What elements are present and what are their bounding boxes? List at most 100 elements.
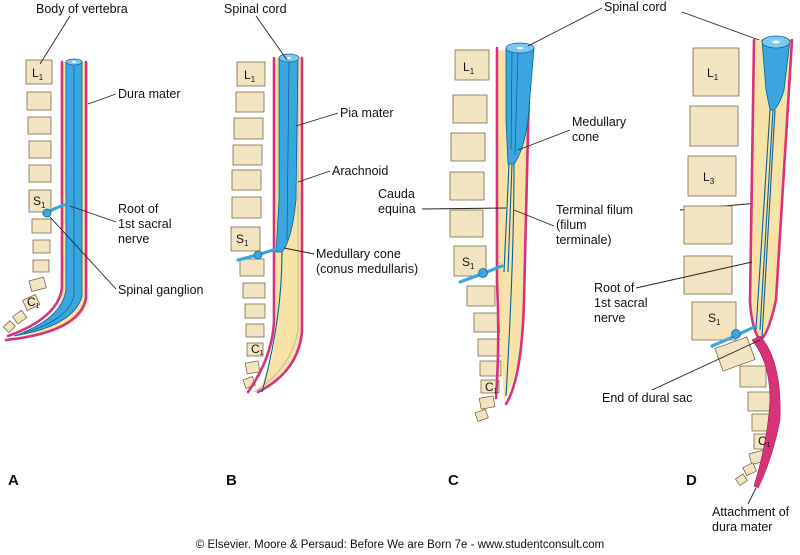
- label-spinal-ganglion: Spinal ganglion: [118, 283, 204, 297]
- leader-line: [283, 247, 315, 255]
- vertebra: [28, 164, 52, 183]
- central-canal: [517, 46, 523, 50]
- vertebra-l1: [692, 47, 740, 97]
- dura-mater-inner: [246, 56, 276, 394]
- spinal-cord: [13, 61, 83, 337]
- vertebra: [683, 255, 733, 295]
- label-root-1st-sacral-a1: Root of: [118, 202, 159, 216]
- label-cauda-equina-2: equina: [378, 202, 416, 216]
- vertebra-s1: [691, 301, 737, 341]
- leader-line: [527, 7, 603, 47]
- label-root-1st-sacral-d2: 1st sacral: [594, 296, 648, 310]
- copyright-credit: © Elsevier. Moore & Persaud: Before We a…: [195, 539, 605, 551]
- vertebra: [27, 116, 52, 135]
- spinal-ganglion-a: [42, 208, 52, 218]
- vertebra: [244, 303, 266, 319]
- vertebra: [479, 360, 502, 377]
- label-attachment-dura-1: Attachment of: [712, 505, 790, 519]
- terminal-filum: [505, 163, 515, 397]
- leader-line: [69, 205, 117, 223]
- vertebra: [450, 132, 486, 162]
- vertebra: [474, 408, 489, 422]
- vertebra: [235, 91, 265, 113]
- leader-line: [297, 170, 331, 183]
- cord-rootlet: [510, 51, 513, 151]
- panel-letter-a: A: [8, 472, 19, 489]
- spinal-ganglion: [253, 250, 263, 260]
- panel-letter-d: D: [686, 472, 697, 489]
- vertebra: [245, 323, 265, 338]
- cord-midline: [286, 61, 290, 241]
- spinal-ganglion: [731, 329, 741, 339]
- label-root-1st-sacral-a3: nerve: [118, 232, 149, 246]
- vertebra: [734, 473, 748, 487]
- vertebra-l3: [687, 155, 737, 197]
- vertebra-label-c1: C1: [485, 380, 498, 395]
- dura-mater-inner: [6, 60, 64, 338]
- vertebra-label-l1: L1: [244, 68, 256, 84]
- label-root-1st-sacral-d3: nerve: [594, 311, 625, 325]
- leader-line: [49, 216, 117, 290]
- dura-mater: [4, 60, 88, 342]
- central-canal: [287, 57, 291, 59]
- vertebra: [32, 239, 51, 254]
- vertebra-label-s1: S1: [33, 194, 46, 210]
- leader-line: [513, 209, 555, 227]
- dura-mater: [504, 46, 532, 406]
- spinal-cord: [761, 39, 791, 111]
- vertebra-c1: [22, 294, 41, 311]
- label-dura-mater: Dura mater: [118, 87, 181, 101]
- vertebra-l1: [25, 59, 53, 85]
- dura-attachment: [751, 335, 781, 489]
- label-spinal-cord-c: Spinal cord: [604, 0, 667, 14]
- leader-line: [255, 15, 288, 61]
- vertebra: [452, 94, 488, 124]
- vertebra-label-l3: L3: [703, 170, 715, 186]
- dura-mater: [256, 56, 304, 394]
- label-cauda-equina-1: Cauda: [378, 187, 415, 201]
- vertebra: [478, 395, 496, 410]
- vertebra: [233, 117, 264, 140]
- vertebra: [449, 171, 485, 201]
- vertebra: [232, 144, 263, 166]
- label-root-1st-sacral-d1: Root of: [594, 281, 635, 295]
- label-end-of-dural-sac: End of dural sac: [602, 391, 692, 405]
- vertebra: [28, 140, 52, 159]
- vertebra: [714, 336, 756, 372]
- leader-line: [635, 261, 753, 289]
- label-spinal-cord-b: Spinal cord: [224, 2, 287, 16]
- leader-line: [747, 487, 757, 505]
- vertebra-s1: [28, 189, 52, 213]
- vertebra: [239, 258, 265, 277]
- label-medullary-cone-b1: Medullary cone: [316, 247, 401, 261]
- spinal-cord: [275, 57, 299, 253]
- vertebra-label-s1: S1: [462, 255, 475, 271]
- label-attachment-dura-2: dura mater: [712, 520, 772, 534]
- label-pia-mater: Pia mater: [340, 106, 394, 120]
- vertebra: [26, 91, 52, 111]
- vertebra-label-c1: C1: [758, 434, 771, 449]
- terminal-filum: [761, 109, 776, 339]
- leader-line: [39, 15, 71, 65]
- panel-letter-b: B: [226, 472, 237, 489]
- central-canal: [772, 40, 780, 44]
- vertebra: [12, 309, 28, 325]
- leader-line: [87, 93, 117, 105]
- dura-mater-inner: [494, 46, 500, 400]
- vertebra-l1: [236, 61, 266, 87]
- vertebra-l1: [454, 49, 490, 81]
- vertebra-c1: [480, 379, 500, 394]
- vertebra: [466, 285, 496, 307]
- cauda-equina-root: [759, 109, 774, 331]
- cord-rootlet: [514, 51, 519, 156]
- vertebra-label-c1: C1: [251, 342, 264, 357]
- arachnoid: [253, 60, 299, 393]
- spinal-ganglion: [478, 268, 488, 278]
- vertebra: [449, 209, 484, 238]
- leader-line: [295, 112, 339, 127]
- label-medullary-cone-b2: (conus medullaris): [316, 262, 418, 276]
- vertebra-label-s1: S1: [708, 311, 721, 327]
- panel-c: L1 S1 C1 Spinal cord Medullary cone Caud…: [378, 0, 771, 489]
- label-terminal-filum-1: Terminal filum: [556, 203, 633, 217]
